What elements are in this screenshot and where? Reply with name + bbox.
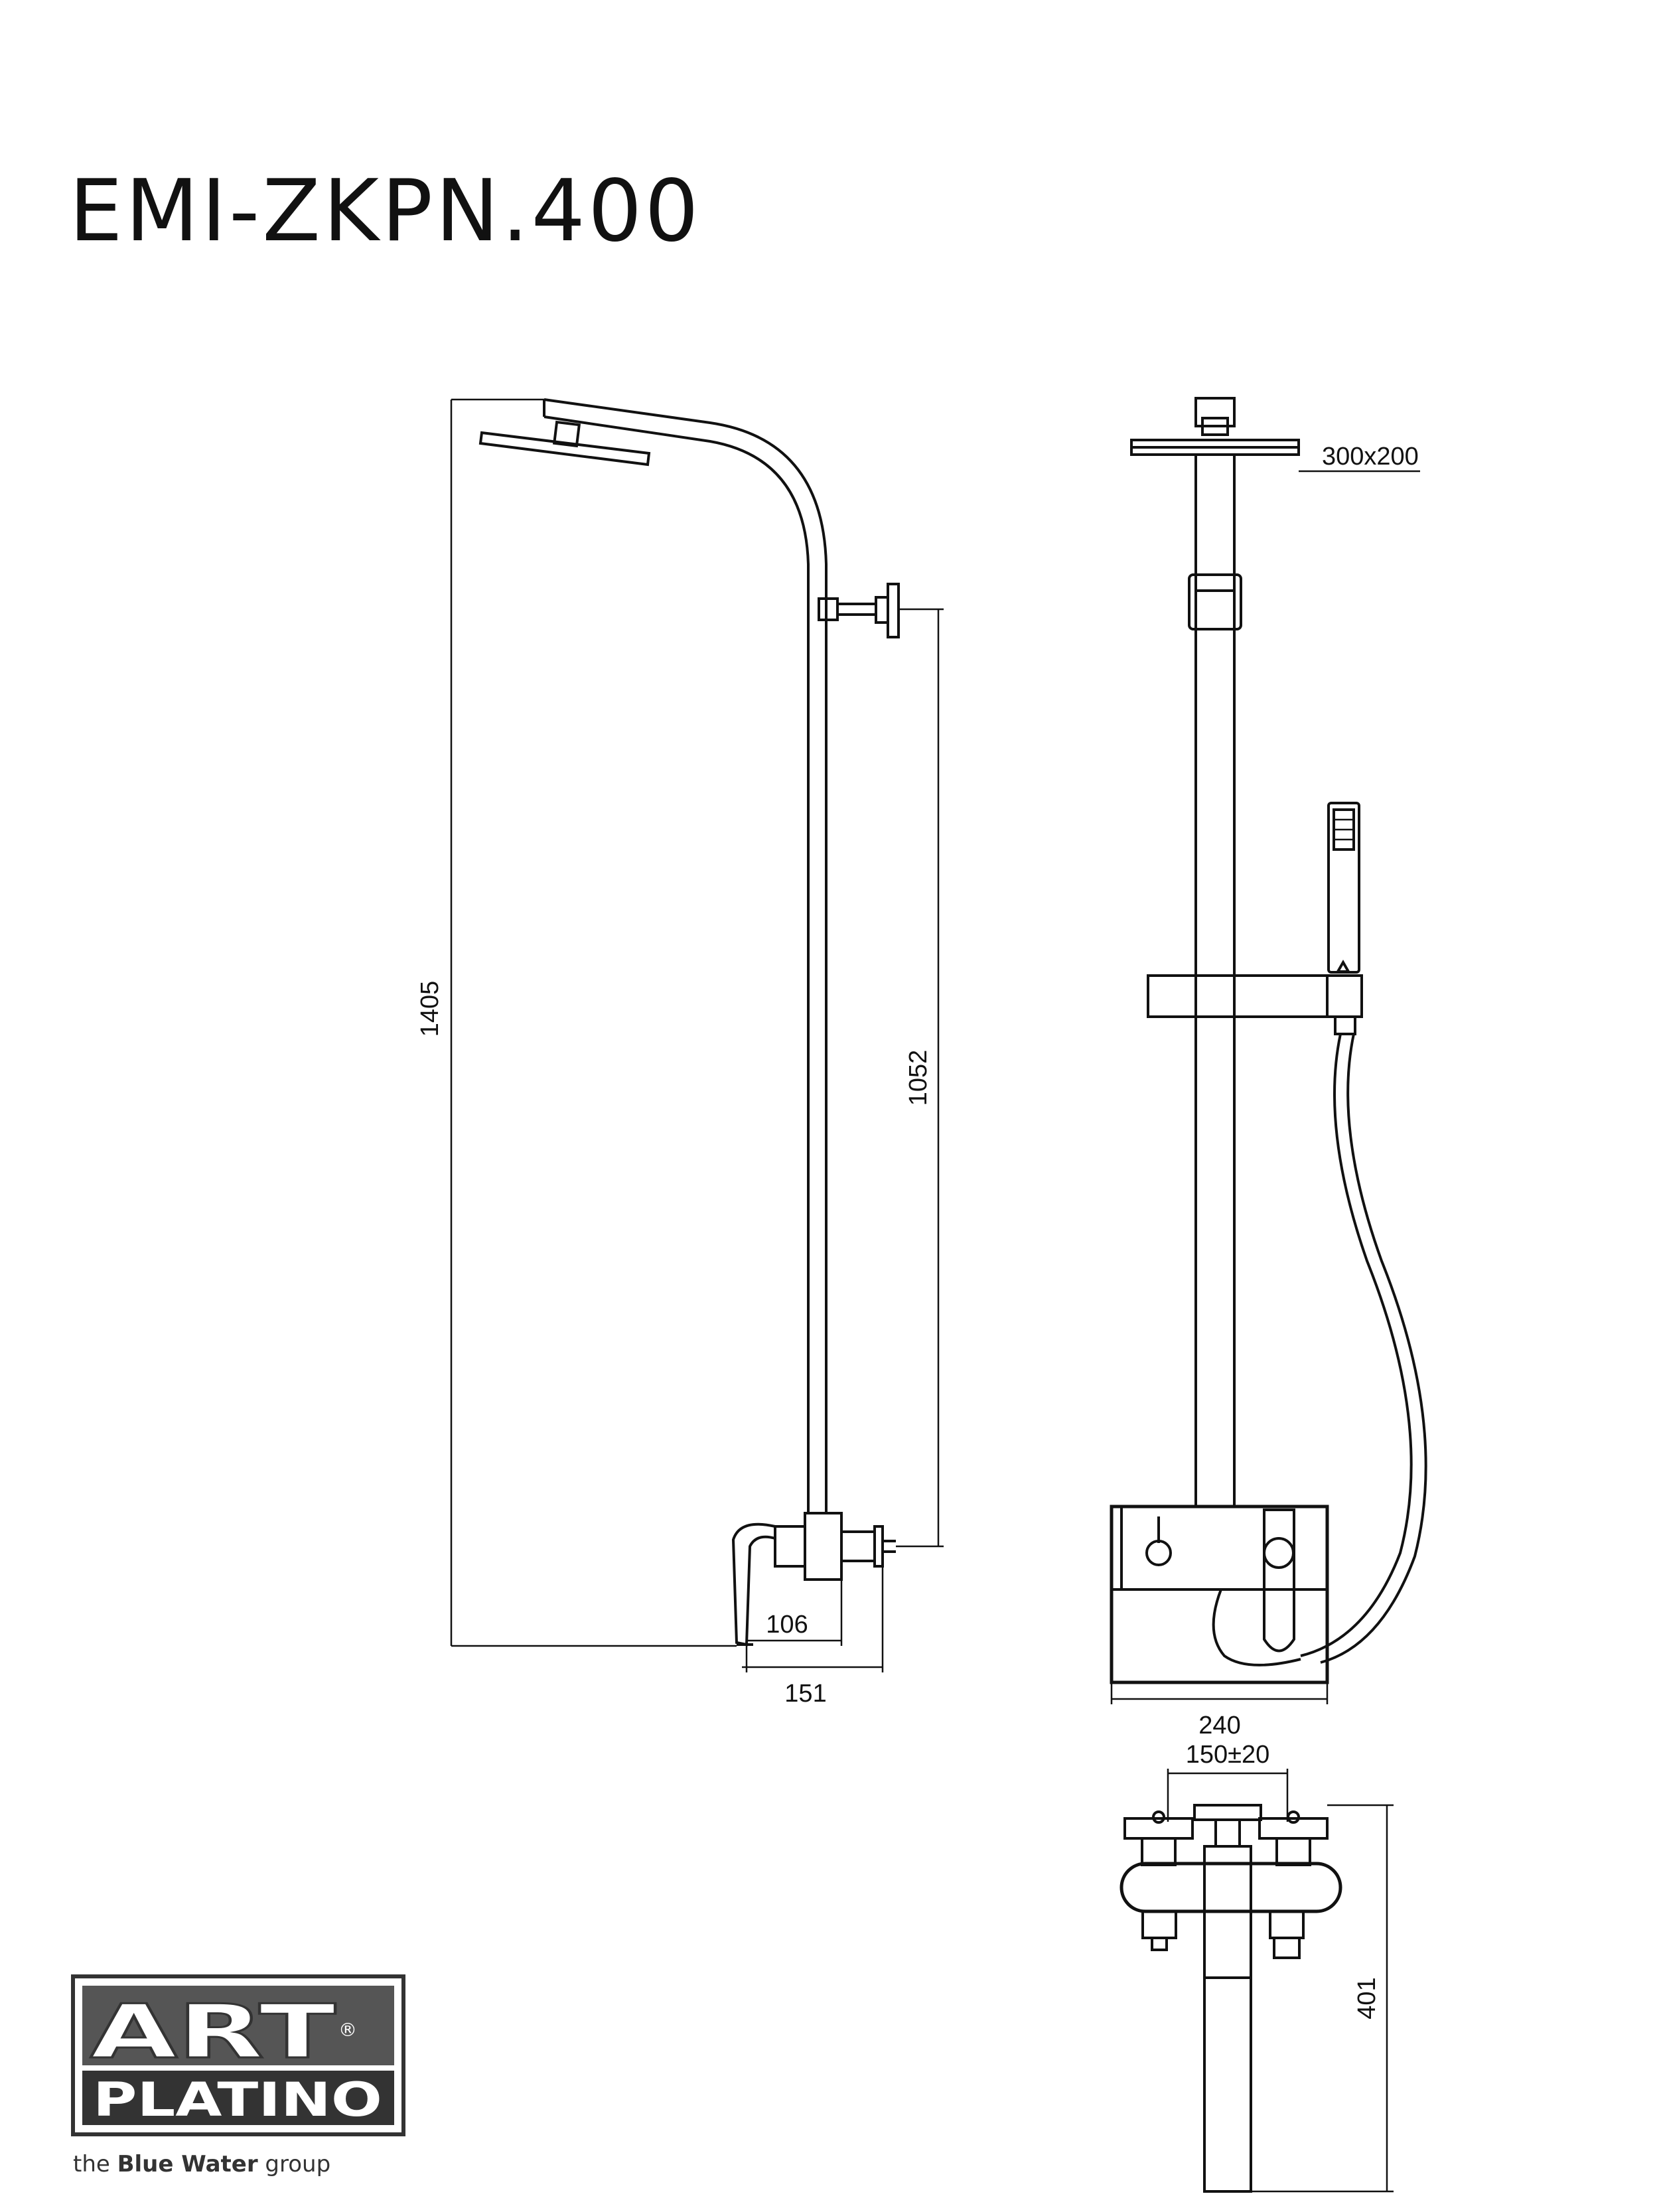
- hand-shower: [1327, 802, 1360, 974]
- mixer-lever-side: [731, 1522, 776, 1647]
- wall-bracket-plate: [887, 583, 900, 638]
- head-connector: [1201, 417, 1229, 436]
- logo-registered: ®: [338, 2019, 357, 2041]
- dim-401-label: 401: [1353, 1977, 1381, 2019]
- top-view: 150±20 401: [1119, 1741, 1394, 2193]
- top-plate-stem: [1214, 1818, 1241, 1848]
- column-top-view: [1203, 1845, 1252, 2193]
- knob-left-top: [1141, 1910, 1177, 1939]
- handshower-holder: [1326, 974, 1363, 1018]
- knob-left-tip: [1151, 1937, 1168, 1951]
- tagline-pre: the: [73, 2151, 117, 2177]
- top-plate: [1193, 1804, 1262, 1821]
- art-platino-logo: ART ® PLATINO the Blue Water group: [71, 1974, 405, 2177]
- dim-300x200-label: 300x200: [1322, 443, 1419, 471]
- arm-outer-outline: [543, 398, 828, 1513]
- logo-tagline: the Blue Water group: [73, 2151, 330, 2177]
- logo-bottom-band: [82, 2071, 394, 2125]
- product-code-title: EMI-ZKPN.400: [69, 162, 701, 261]
- tagline-post: group: [258, 2151, 331, 2177]
- left-flange-dot: [1152, 1810, 1165, 1824]
- mixer-body-side: [804, 1512, 843, 1581]
- logo-art-text: ART: [90, 1989, 336, 2075]
- right-flange-dot: [1287, 1810, 1300, 1824]
- hose-connector: [1334, 1015, 1356, 1035]
- mixer-wall-flange-side: [873, 1525, 884, 1568]
- rain-head-side: [478, 431, 651, 467]
- wall-bracket-collar: [818, 597, 839, 621]
- wall-bracket-nut: [875, 596, 889, 624]
- diverter-knob: [1145, 1540, 1172, 1566]
- shower-hose-outer: [1320, 1033, 1427, 1664]
- logo-platino-text: PLATINO: [93, 2073, 382, 2127]
- arm-inner-outline: [543, 415, 810, 1513]
- spout-front: [1212, 1589, 1301, 1666]
- column-top-cap: [1194, 397, 1236, 427]
- tagline-bold: Blue Water: [117, 2151, 258, 2177]
- dim-1052-label: 1052: [904, 1050, 932, 1106]
- side-view: 1405 1052 106 151: [416, 398, 944, 1708]
- dim-1405-label: 1405: [416, 981, 444, 1037]
- knob-right-top: [1269, 1910, 1305, 1939]
- mixer-handle-hub: [774, 1525, 806, 1568]
- dim-151-label: 151: [784, 1680, 826, 1708]
- slide-bar: [1147, 974, 1329, 1018]
- mixer-body-top: [1119, 1862, 1342, 1913]
- knob-right-tip: [1273, 1937, 1301, 1959]
- mixer-lever-front: [1263, 1509, 1295, 1653]
- shower-hose: [1300, 1033, 1413, 1657]
- holder-arrow: [1335, 959, 1351, 973]
- front-view: 300x200 240: [1110, 397, 1427, 1739]
- left-eccentric: [1141, 1837, 1177, 1866]
- dim-240-label: 240: [1198, 1712, 1240, 1739]
- right-eccentric: [1275, 1837, 1311, 1866]
- rain-head-joint: [552, 420, 581, 448]
- mixer-body-front: [1110, 1505, 1329, 1684]
- front-bracket: [1188, 573, 1242, 630]
- logo-top-band: [82, 1986, 394, 2065]
- dim-106-label: 106: [766, 1611, 808, 1639]
- mixer-lever-hub: [1263, 1537, 1295, 1569]
- mixer-connector: [840, 1530, 876, 1562]
- dim-150-label: 150±20: [1186, 1741, 1270, 1769]
